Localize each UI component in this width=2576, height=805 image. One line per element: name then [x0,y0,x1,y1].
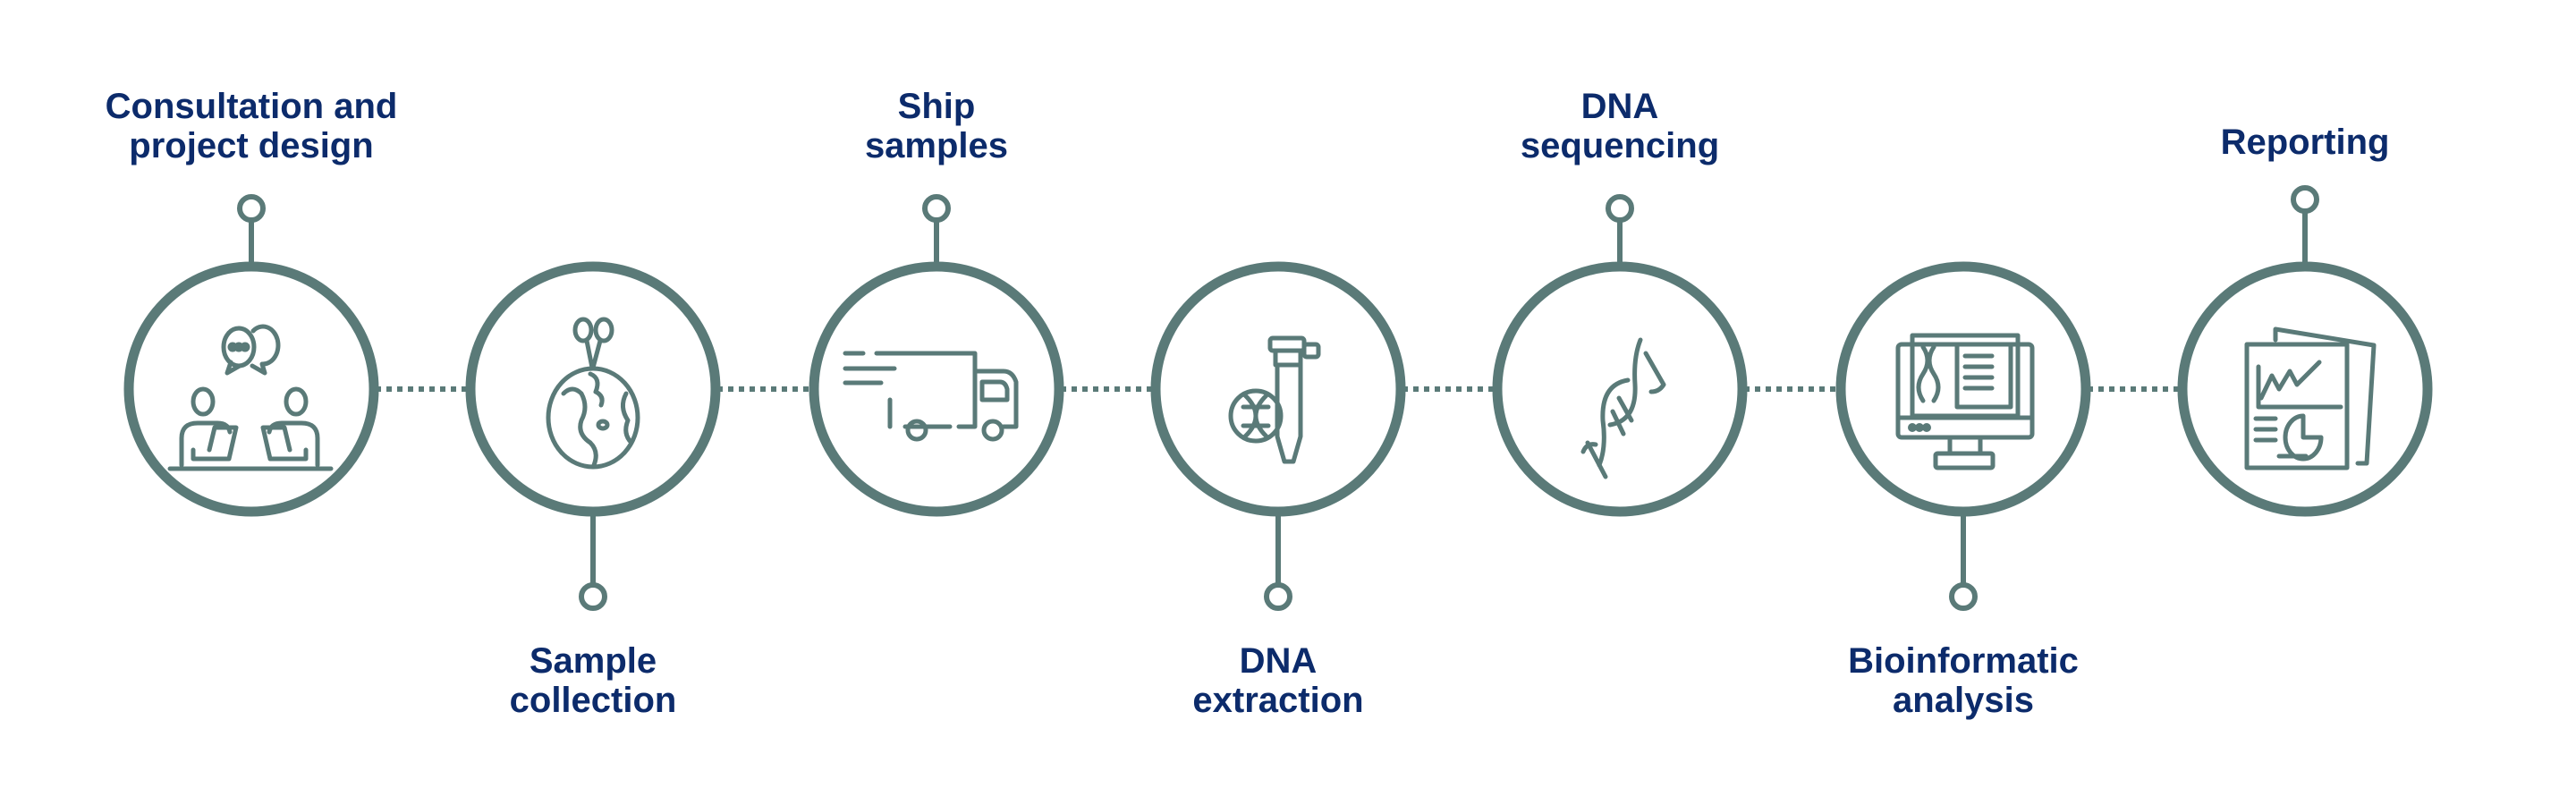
step-reporting: Reporting [2177,123,2433,517]
marker-knob [1949,582,1978,611]
delivery-truck-icon [843,351,1019,442]
consultation-icon [167,324,334,471]
marker-knob [1264,582,1292,611]
dna-helix-icon [1580,337,1666,479]
step-circle [2177,261,2433,517]
test-tube-dna-icon [1228,335,1321,464]
marker-knob [2291,185,2319,214]
marker-knob [579,582,607,611]
step-circle [465,261,721,517]
marker-knob [922,194,951,223]
step-label: Reporting [2221,123,2390,162]
step-circle [1492,261,1748,517]
computer-monitor-icon [1895,333,2035,470]
step-circle [809,261,1064,517]
report-document-icon [2244,326,2377,470]
globe-sprout-icon [546,317,640,470]
marker-knob [1606,194,1634,223]
step-circle [123,261,379,517]
marker-knob [237,194,266,223]
